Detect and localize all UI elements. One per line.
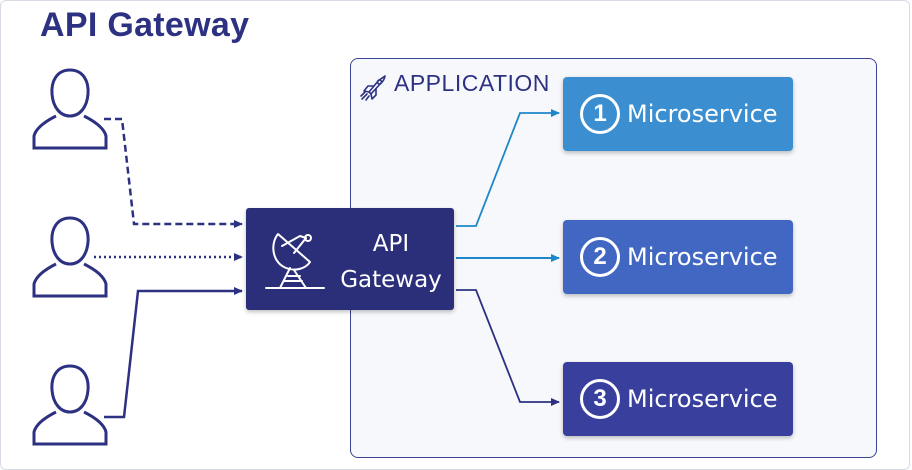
rocket-icon — [360, 75, 386, 101]
gateway-to-svc1-connector — [456, 109, 560, 227]
api-gateway-label-line1: API — [372, 231, 410, 257]
api-gateway-label: API Gateway — [326, 226, 456, 298]
satellite-dish-icon — [265, 233, 325, 289]
page-title: API Gateway — [40, 6, 250, 44]
microservice-2-label: Microservice — [627, 243, 778, 271]
api-gateway-label-line2: Gateway — [340, 267, 442, 293]
microservice-1-label: Microservice — [627, 100, 778, 128]
microservice-3-number: 3 — [580, 379, 620, 419]
user1-connector — [104, 117, 243, 228]
api-gateway-box: API Gateway — [246, 208, 454, 310]
user-icon — [32, 68, 108, 150]
user-icon — [32, 364, 108, 446]
microservice-1: 1 Microservice — [563, 77, 793, 151]
user-icon — [32, 216, 108, 298]
microservice-3-label: Microservice — [627, 385, 778, 413]
gateway-to-svc3-connector — [456, 289, 560, 406]
user3-connector — [104, 287, 243, 419]
microservice-1-number: 1 — [580, 94, 620, 134]
microservice-2: 2 Microservice — [563, 220, 793, 294]
application-label: APPLICATION — [394, 70, 550, 96]
microservice-3: 3 Microservice — [563, 362, 793, 436]
microservice-2-number: 2 — [580, 237, 620, 277]
